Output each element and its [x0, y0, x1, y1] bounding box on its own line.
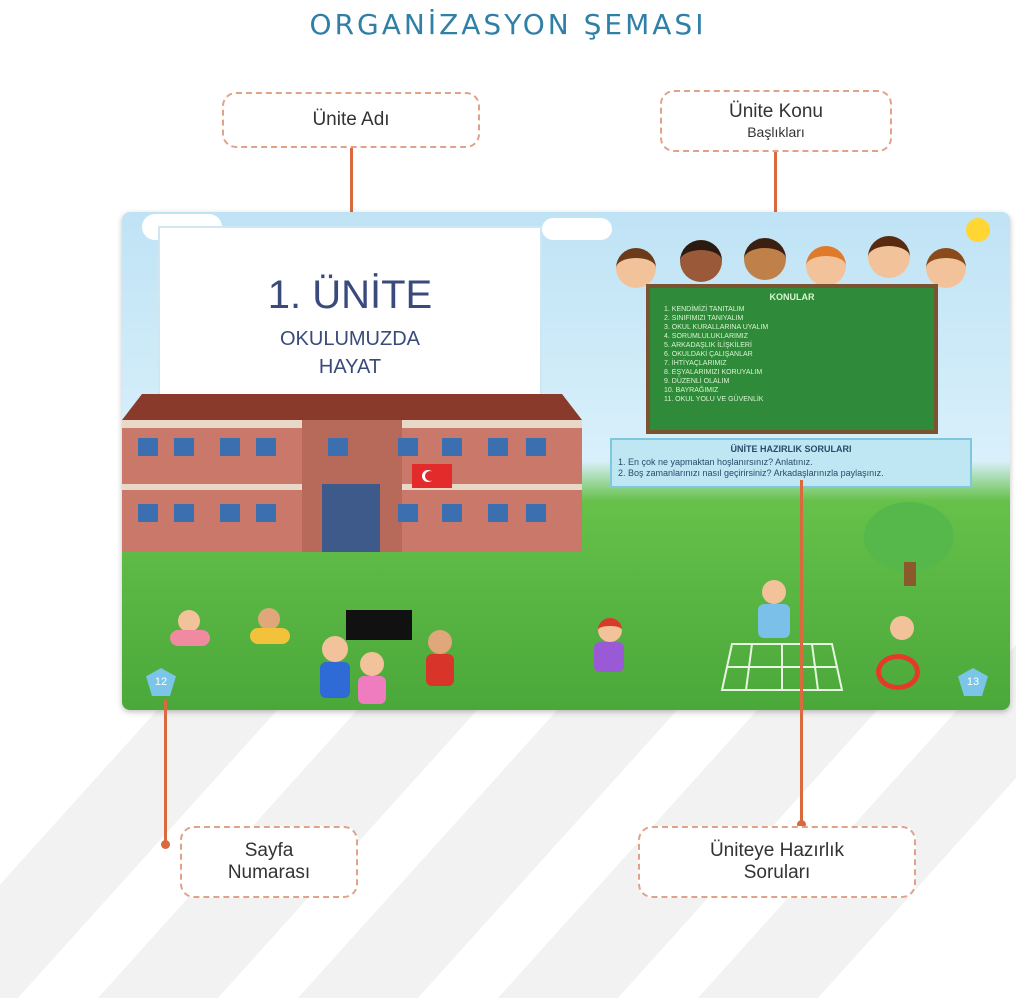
hopscotch-grid: [720, 643, 844, 691]
topic-list: 1. KENDİMİZİ TANITALIM 2. SINIFIMIZI TAN…: [664, 305, 934, 404]
kid-head: [868, 236, 910, 278]
board-title: KONULAR: [769, 292, 815, 302]
topic-item: 1. KENDİMİZİ TANITALIM: [664, 306, 745, 313]
school-building: [122, 394, 582, 552]
callout-hazirlik-label-1: Üniteye Hazırlık: [709, 840, 845, 861]
topic-item: 3. OKUL KURALLARINA UYALIM: [664, 324, 769, 331]
callout-unite-konu-label-2: Başlıkları: [747, 124, 805, 140]
unite-number: 1. ÜNİTE: [267, 273, 433, 317]
topic-item: 5. ARKADAŞLIK İLİŞKİLERİ: [664, 342, 752, 349]
topic-item: 4. SORUMLULUKLARIMIZ: [664, 333, 749, 340]
unite-name-line-1: OKULUMUZDA: [279, 328, 420, 350]
book-spread: 1. ÜNİTE OKULUMUZDA HAYAT 12: [122, 212, 1010, 710]
callout-sayfa-numarasi: Sayfa Numarası: [180, 826, 358, 898]
topics-chalkboard: KONULAR 1. KENDİMİZİ TANITALIM 2. SINIFI…: [646, 284, 938, 434]
topic-item: 9. DÜZENLİ OLALIM: [664, 378, 730, 385]
kid-figure-body: [170, 630, 210, 646]
questions-title: ÜNİTE HAZIRLIK SORULARI: [730, 444, 852, 454]
connector-unite-adi: [350, 148, 353, 248]
page-title: ORGANİZASYON ŞEMASI: [309, 8, 707, 41]
kid-head: [926, 248, 966, 288]
page-number-left: 12: [146, 668, 176, 696]
page-number-right: 13: [958, 668, 988, 696]
topic-item: 11. OKUL YOLU VE GÜVENLİK: [664, 396, 764, 403]
callout-hazirlik-sorulari: Üniteye Hazırlık Soruları: [638, 826, 916, 898]
topic-item: 10. BAYRAĞIMIZ: [664, 387, 719, 394]
callout-sayfa-label-1: Sayfa: [244, 840, 294, 861]
kid-figure-body: [594, 642, 624, 672]
kid-figure: [322, 636, 348, 662]
connector-dot: [161, 840, 170, 849]
kid-figure: [428, 630, 452, 654]
tree-icon: [864, 502, 954, 572]
connector-dot: [797, 820, 806, 829]
small-board: [346, 610, 412, 640]
topic-item: 7. İHTİYAÇLARIMIZ: [664, 360, 727, 367]
kid-head: [616, 248, 656, 288]
kid-figure-body: [250, 628, 290, 644]
preparation-questions-box: ÜNİTE HAZIRLIK SORULARI 1. En çok ne yap…: [610, 438, 972, 488]
tree-trunk: [904, 562, 916, 586]
callout-unite-konu-label-1: Ünite Konu: [728, 101, 823, 122]
connector-sayfa: [164, 700, 167, 846]
callout-unite-konu: Ünite Konu Başlıkları: [660, 90, 892, 152]
kid-figure: [360, 652, 384, 676]
kid-figure-body: [358, 676, 386, 704]
topic-item: 6. OKULDAKİ ÇALIŞANLAR: [664, 351, 753, 358]
kid-head: [744, 238, 786, 280]
callout-sayfa-label-2: Numarası: [227, 862, 311, 883]
kid-figure-body: [426, 654, 454, 686]
hula-hoop-icon: [876, 654, 920, 690]
unite-name-line-2: HAYAT: [318, 356, 382, 378]
unite-name: OKULUMUZDA HAYAT: [165, 325, 535, 381]
topic-item: 8. EŞYALARIMIZI KORUYALIM: [664, 369, 763, 376]
kid-figure: [598, 618, 622, 642]
kid-figure-body: [320, 662, 350, 698]
callout-unite-adi-label: Ünite Adı: [312, 109, 390, 130]
unite-title-card: 1. ÜNİTE OKULUMUZDA HAYAT: [158, 226, 542, 408]
question-2: 2. Boş zamanlarınızı nasıl geçirirsiniz?…: [618, 468, 884, 478]
sun-icon: [966, 218, 990, 242]
callout-hazirlik-label-2: Soruları: [743, 862, 811, 883]
kid-head: [680, 240, 722, 282]
connector-hazirlik: [800, 480, 803, 826]
kid-figure: [258, 608, 280, 630]
connector-unite-konu: [774, 152, 777, 248]
kid-figure-body: [758, 604, 790, 638]
kid-figure: [178, 610, 200, 632]
kid-head: [806, 246, 846, 286]
cloud: [542, 218, 612, 240]
kid-figure: [762, 580, 786, 604]
question-1: 1. En çok ne yapmaktan hoşlanırsınız? An…: [618, 457, 813, 467]
kid-figure: [890, 616, 914, 640]
topic-item: 2. SINIFIMIZI TANIYALIM: [664, 315, 744, 322]
callout-unite-adi: Ünite Adı: [222, 92, 480, 148]
